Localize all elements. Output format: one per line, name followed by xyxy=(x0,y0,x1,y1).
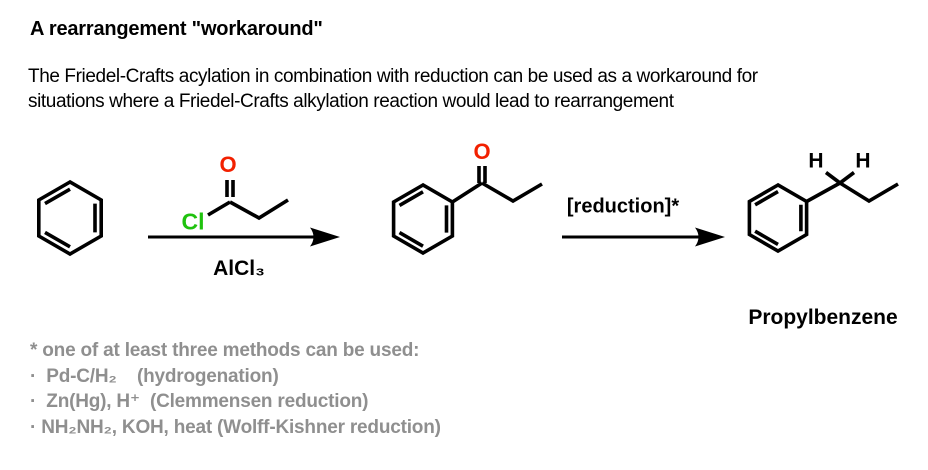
benzene-ring-double-bonds xyxy=(44,187,97,249)
ketone-oxygen-atom-label: O xyxy=(473,139,491,164)
propylbenzene-ch-h-bonds xyxy=(824,171,856,185)
reduction-condition-label: [reduction]* xyxy=(566,195,680,218)
description-line-1: The Friedel-Crafts acylation in combinat… xyxy=(28,66,758,87)
hydrogen-right-atom-label: H xyxy=(855,149,871,173)
propiophenone-ring-double-bonds xyxy=(398,190,449,248)
catalyst-label-alcl3: AlCl₃ xyxy=(213,257,265,280)
footnote-method-clemmensen: · Zn(Hg), H⁺ (Clemmensen reduction) xyxy=(30,391,369,412)
benzene-structure xyxy=(36,179,103,257)
page-title: A rearrangement "workaround" xyxy=(30,18,323,40)
description-paragraph: The Friedel-Crafts acylation in combinat… xyxy=(28,64,928,114)
propiophenone-carbonyl-double-bond xyxy=(477,166,487,183)
acyl-chloride-structure xyxy=(207,180,289,221)
reaction-arrow-2 xyxy=(562,227,725,247)
footnote-intro: * one of at least three methods can be u… xyxy=(30,340,420,361)
acyl-oxygen-atom-label: O xyxy=(219,152,237,177)
footnote-method-wolff-kishner: · NH₂NH₂, KOH, heat (Wolff-Kishner reduc… xyxy=(30,416,441,438)
propiophenone-structure xyxy=(391,166,543,256)
product-name-label: Propylbenzene xyxy=(748,306,898,329)
arrow-2-head xyxy=(695,227,725,247)
propylbenzene-structure xyxy=(747,171,899,254)
reaction-arrow-1 xyxy=(148,227,340,247)
propiophenone-ring-outline xyxy=(391,182,455,256)
propylbenzene-ring-outline xyxy=(747,182,809,254)
acyl-carbonyl-double-bond xyxy=(225,180,235,197)
propiophenone-chain-bonds xyxy=(451,181,543,204)
benzene-ring-outline xyxy=(36,179,103,257)
propylbenzene-ring-double-bonds xyxy=(754,190,803,246)
propylbenzene-chain-bonds xyxy=(805,181,899,204)
footnotes-block: * one of at least three methods can be u… xyxy=(30,338,441,440)
description-line-2: situations where a Friedel-Crafts alkyla… xyxy=(28,91,674,112)
chlorine-atom-label: Cl xyxy=(181,208,205,235)
arrow-1-head xyxy=(310,227,340,247)
hydrogen-left-atom-label: H xyxy=(808,149,824,173)
acyl-chloride-bonds xyxy=(207,198,289,221)
footnote-method-hydrogenation: · Pd-C/H₂ (hydrogenation) xyxy=(30,365,279,387)
